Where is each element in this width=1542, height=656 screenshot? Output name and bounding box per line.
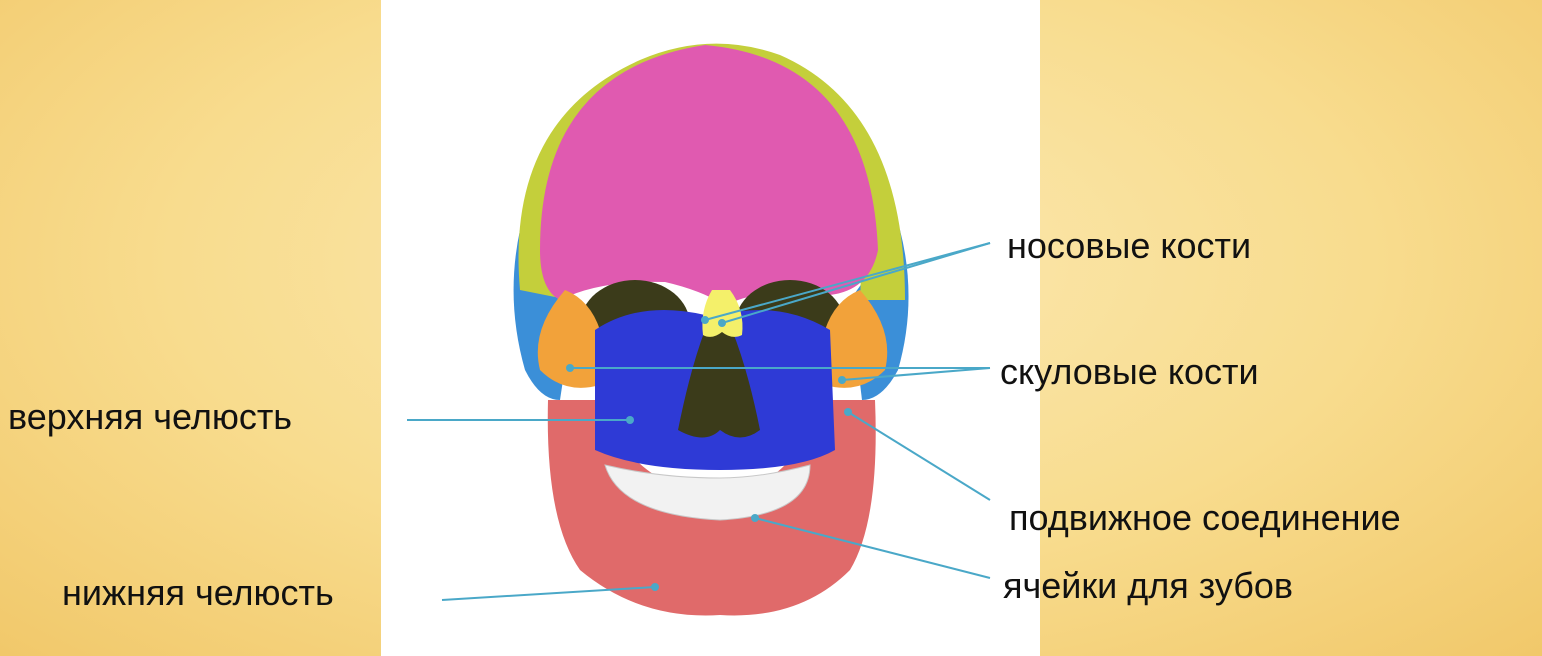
label-movable-joint: подвижное соединение: [1009, 500, 1401, 536]
frontal-bone: [540, 45, 878, 305]
marker-sockets: [751, 514, 759, 522]
marker-lower-jaw: [651, 583, 659, 591]
label-nasal-bones: носовые кости: [1007, 228, 1251, 264]
marker-nasal-2: [718, 319, 726, 327]
marker-upper-jaw: [626, 416, 634, 424]
label-upper-jaw: верхняя челюсть: [8, 399, 292, 435]
marker-joint: [844, 408, 852, 416]
marker-zygomatic-1: [566, 364, 574, 372]
marker-zygomatic-2: [838, 376, 846, 384]
label-lower-jaw: нижняя челюсть: [62, 575, 334, 611]
marker-nasal-1: [701, 316, 709, 324]
label-zygomatic-bones: скуловые кости: [1000, 354, 1259, 390]
label-tooth-sockets: ячейки для зубов: [1003, 568, 1293, 604]
